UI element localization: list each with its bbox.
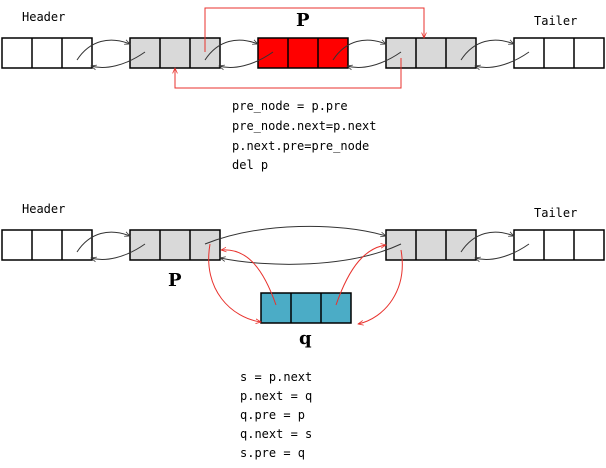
top-code-line: p.next.pre=pre_node [232,139,369,153]
q-next-arrow [335,245,386,306]
top-bypass-arrows [175,7,424,89]
bottom-tailer-node [513,229,605,261]
old-s-pre-link [220,243,402,265]
bottom-code-line: s.pre = q [240,446,305,460]
top-deleted-node-p [257,37,349,69]
bottom-code-line: q.pre = p [240,408,305,422]
top-links [76,40,530,67]
top-header-label: Header [22,10,65,24]
top-tailer-node [513,37,605,69]
top-p-label: P [296,10,310,31]
q-pre-arrow [221,250,277,306]
top-code-line: pre_node = p.pre [232,99,348,113]
bottom-header-node [1,229,93,261]
top-header-node [1,37,93,69]
bottom-header-label: Header [22,202,65,216]
s-pre-arrow [358,249,403,324]
bottom-tailer-label: Tailer [534,206,577,220]
bottom-node-s [385,229,477,261]
old-p-next-link [204,225,386,245]
bottom-code-line: p.next = q [240,389,312,403]
bottom-code-line: s = p.next [240,370,312,384]
bottom-node-p [129,229,221,261]
top-pre-bypass-arrow [175,58,402,89]
bottom-p-label: P [168,270,182,291]
bottom-code-block: s = p.next p.next = q q.pre = p q.next =… [240,370,312,460]
bottom-insert-arrows [208,243,403,324]
top-code-block: pre_node = p.pre pre_node.next=p.next p.… [232,99,377,172]
p-next-arrow [208,243,261,322]
top-code-line: del p [232,158,268,172]
top-code-line: pre_node.next=p.next [232,119,377,133]
top-tailer-label: Tailer [534,14,577,28]
bottom-code-line: q.next = s [240,427,312,441]
bottom-inserted-node-q [260,292,352,324]
bottom-q-label: q [299,328,312,349]
top-next-bypass-arrow [204,7,424,52]
bottom-links [76,225,530,265]
